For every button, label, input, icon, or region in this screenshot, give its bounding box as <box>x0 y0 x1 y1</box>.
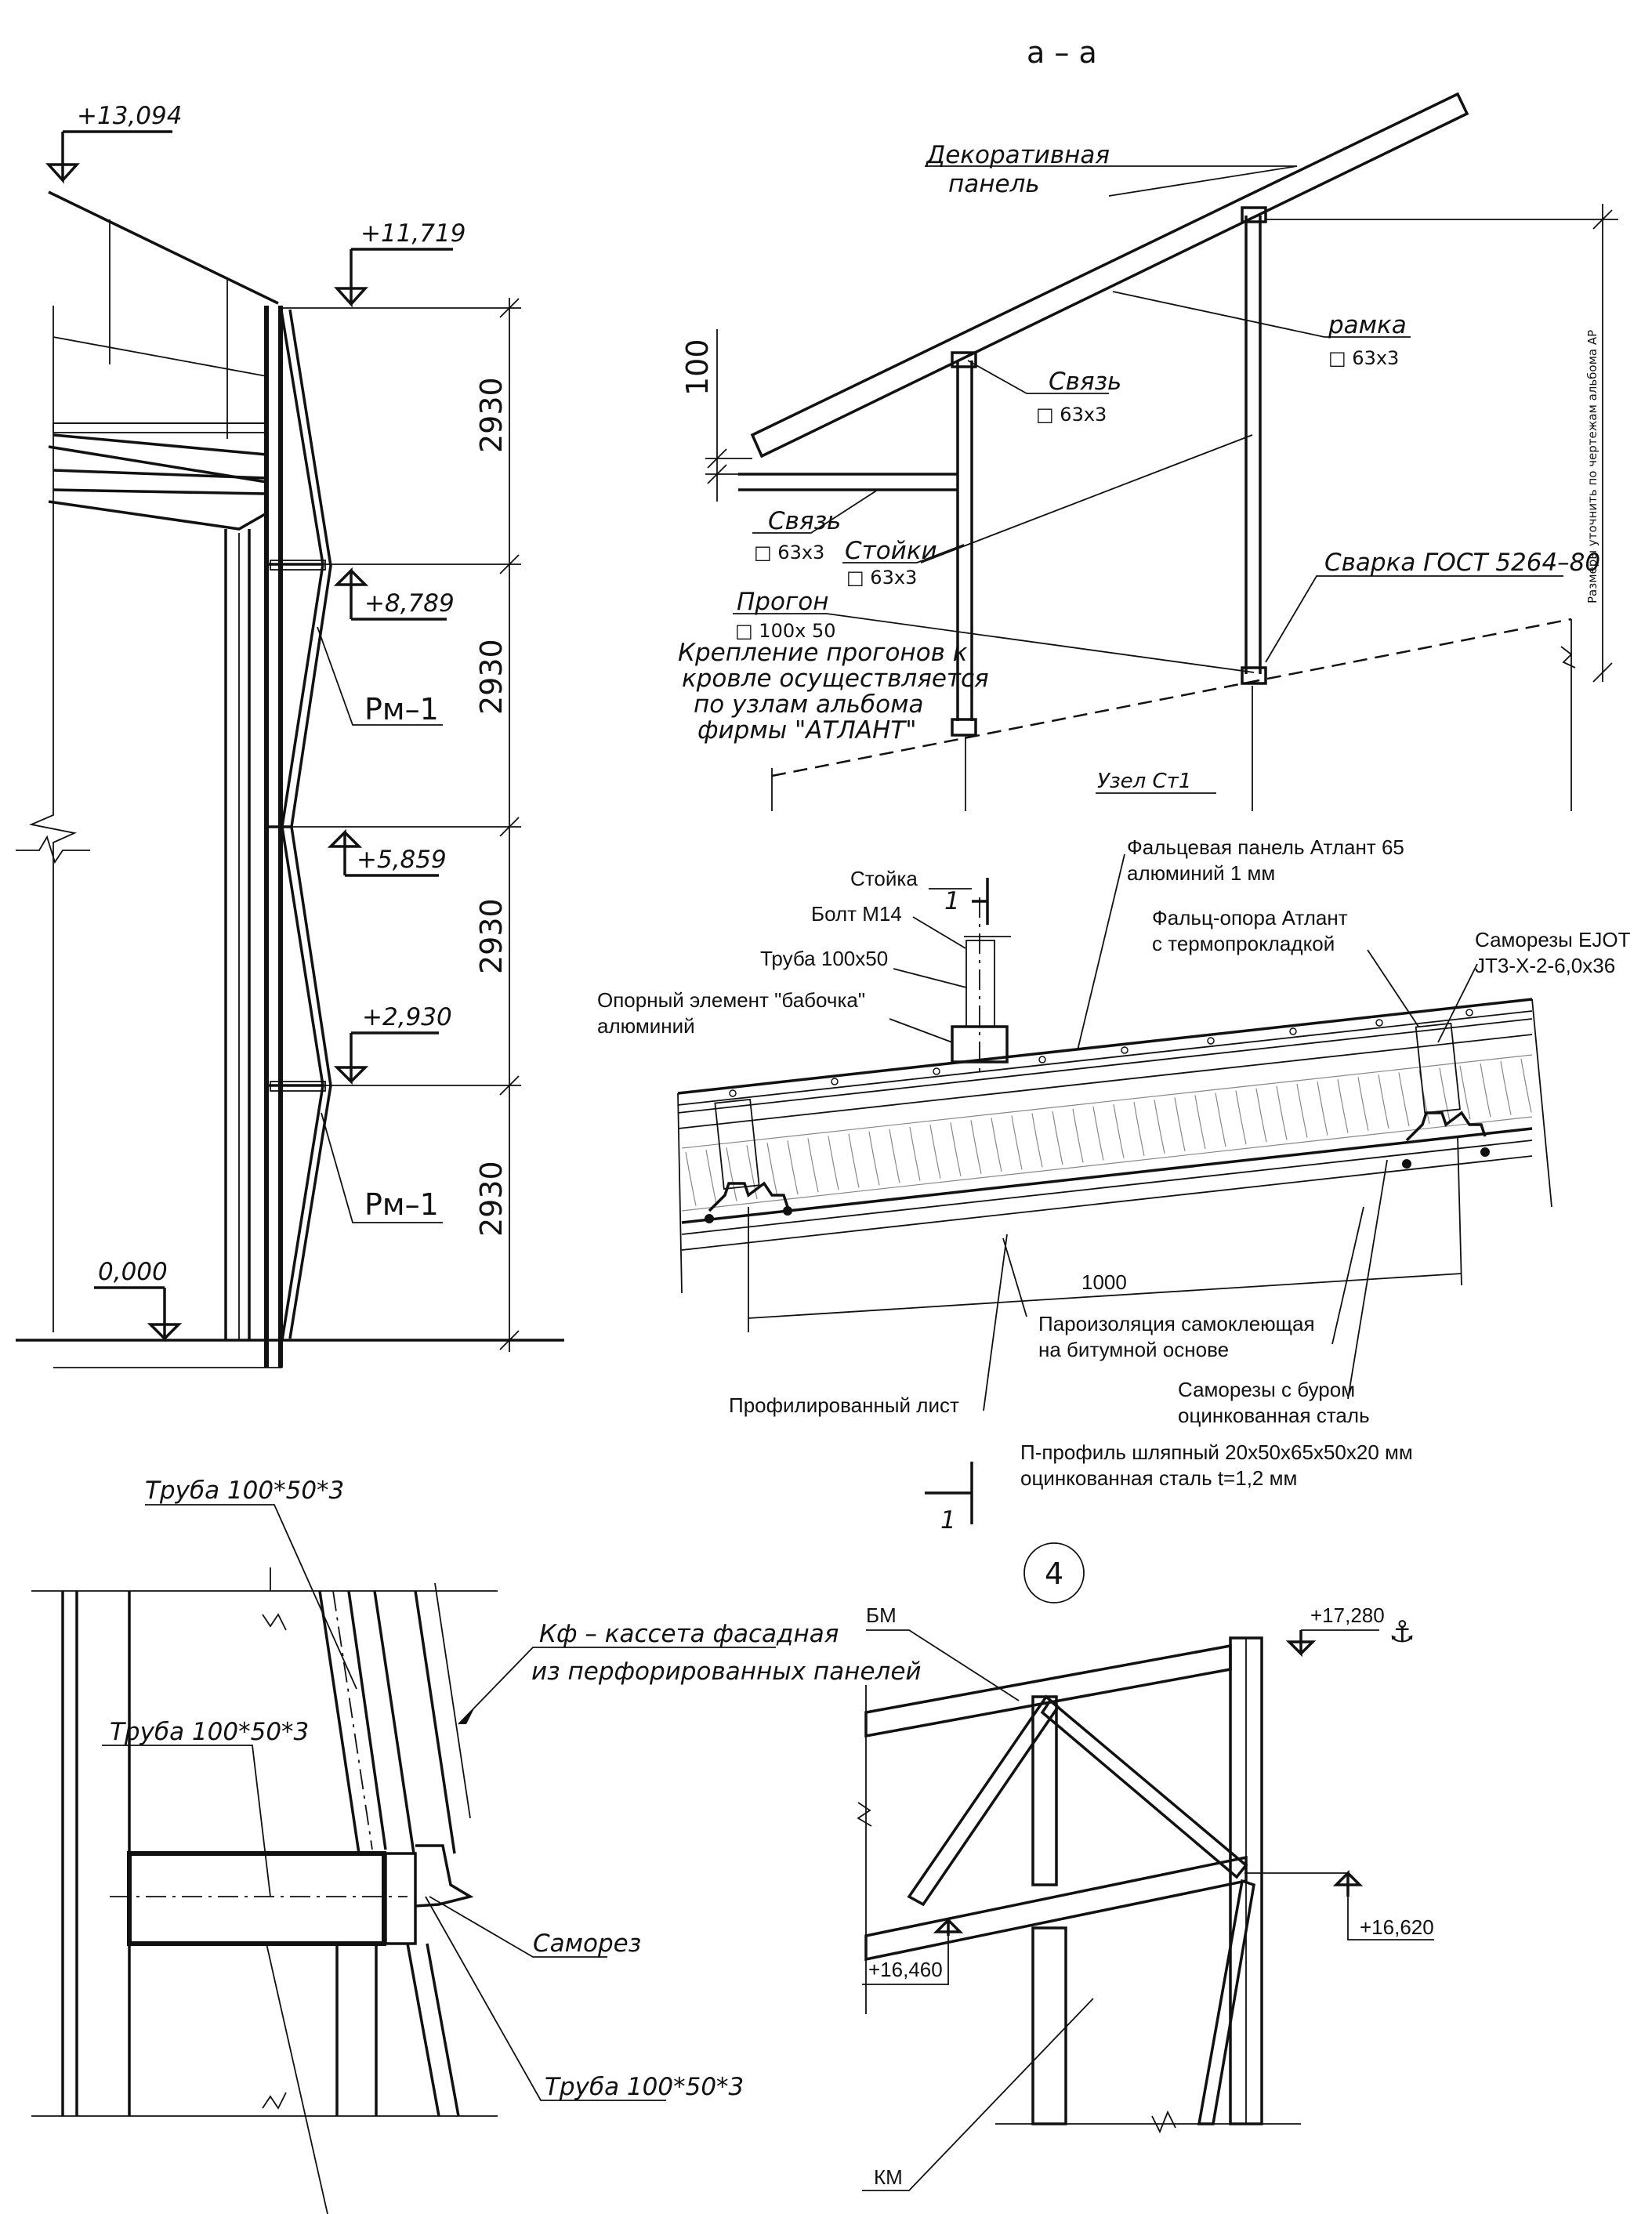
brace-top-label: Связь <box>1049 368 1121 396</box>
bolt-label: Болт М14 <box>811 902 902 926</box>
support-label-2: алюминий <box>597 1014 695 1038</box>
elevation-view: 2930 2930 2930 2930 +13,094 +11,719 +8,7… <box>16 102 564 1368</box>
tube-label: Труба 100х50 <box>760 947 888 970</box>
svg-text:0,000: 0,000 <box>98 1258 168 1286</box>
level-2930: +2,930 <box>333 1003 452 1085</box>
support-label-1: Опорный элемент "бабочка" <box>597 988 865 1012</box>
profiled-sheet-label: Профилированный лист <box>729 1393 959 1417</box>
posts-size: □ 63х3 <box>846 567 917 589</box>
brace-left-label: Связь <box>768 507 841 535</box>
purlin-size: □ 100х 50 <box>735 620 835 642</box>
fastening-note-2: кровле осуществляется <box>682 665 989 693</box>
anchor-icon: ⚓ <box>1389 1614 1415 1649</box>
hat-profile-label-1: П-профиль шляпный 20х50х65х50х20 мм <box>1020 1440 1413 1464</box>
fastening-note-3: по узлам альбома <box>694 690 924 719</box>
fastening-note-4: фирмы "АТЛАНТ" <box>697 716 916 745</box>
span-dimension: 1000 <box>1081 1270 1127 1294</box>
ejot-screws-label-1: Саморезы EJOT <box>1475 928 1631 951</box>
tube-mid-label: Труба 100*50*3 <box>110 1718 309 1746</box>
brace-top-size: □ 63х3 <box>1036 404 1107 426</box>
hat-profile-label-2: оцинкованная сталь t=1,2 мм <box>1020 1466 1297 1490</box>
drill-screws-label-1: Саморезы с буром <box>1178 1378 1355 1401</box>
posts-label: Стойки <box>845 537 937 565</box>
seam-panel-label-2: алюминий 1 мм <box>1127 861 1275 885</box>
level-16620: +16,620 <box>1360 1915 1434 1939</box>
svg-text:+5,859: +5,859 <box>357 846 447 874</box>
svg-text:+2,930: +2,930 <box>362 1003 452 1031</box>
tube-bottom-label: Труба 100*50*3 <box>545 2073 744 2101</box>
level-0000: 0,000 <box>94 1258 183 1343</box>
frame-size: □ 63х3 <box>1328 347 1399 369</box>
svg-text:+13,094: +13,094 <box>77 102 182 130</box>
dim-100: 100 <box>680 339 715 396</box>
cut-mark-top: 1 <box>944 887 960 915</box>
cassette-label-1: Кф – кассета фасадная <box>539 1620 839 1648</box>
svg-text:+11,719: +11,719 <box>360 219 466 248</box>
purlin-label: Прогон <box>737 588 828 616</box>
drill-screws-label-2: оцинкованная сталь <box>1178 1404 1370 1427</box>
vapor-barrier-label-1: Пароизоляция самоклеющая <box>1038 1312 1315 1335</box>
level-11719: +11,719 <box>334 219 466 308</box>
cut-mark-bottom: 1 <box>940 1506 956 1535</box>
vapor-barrier-label-2: на битумной основе <box>1038 1338 1229 1361</box>
frame-label-rm1-bottom: Рм–1 <box>364 1187 439 1222</box>
section-title: а – а <box>1027 35 1097 70</box>
node-number: 4 <box>1045 1556 1063 1591</box>
section-view: Размеры уточнить по чертежам альбома АР … <box>678 92 1618 811</box>
seam-support-label-2: с термопрокладкой <box>1152 932 1335 955</box>
svg-text:+8,789: +8,789 <box>364 589 455 618</box>
ejot-screws-label-2: JT3-X-2-6,0х36 <box>1475 954 1615 977</box>
welding-label: Сварка ГОСТ 5264–80 <box>1324 549 1600 577</box>
level-13094: +13,094 <box>45 102 182 184</box>
dim-2930-1: 2930 <box>474 377 509 453</box>
roof-detail: 1 1000 Стойка Болт М14 Труба 100х50 Опор… <box>597 835 1631 1535</box>
cassette-label-2: из перфорированных панелей <box>531 1658 922 1686</box>
bm-label: БМ <box>866 1603 897 1627</box>
seam-panel-label-1: Фальцевая панель Атлант 65 <box>1127 835 1404 859</box>
level-8789: +8,789 <box>333 567 455 621</box>
decorative-panel-label-1: Декоративная <box>925 141 1110 169</box>
facade-detail: Труба 100*50*3 Труба 100*50*3 Кф – кассе… <box>31 1477 922 2214</box>
seam-support-label-1: Фальц-опора Атлант <box>1152 906 1348 929</box>
dim-2930-4: 2930 <box>474 1161 509 1237</box>
side-note: Размеры уточнить по чертежам альбома АР <box>1585 330 1599 603</box>
km-label: КМ <box>874 2165 903 2189</box>
tube-top-label: Труба 100*50*3 <box>145 1477 344 1505</box>
brace-left-size: □ 63х3 <box>754 542 824 563</box>
frame-label-rm1-top: Рм–1 <box>364 692 439 727</box>
screw-label: Саморез <box>533 1930 641 1958</box>
node-label: Узел Ст1 <box>1097 770 1191 793</box>
post-label: Стойка <box>850 867 918 890</box>
decorative-panel-label-2: панель <box>948 170 1040 198</box>
frame-label: рамка <box>1328 311 1407 339</box>
dim-2930-2: 2930 <box>474 639 509 715</box>
level-5859: +5,859 <box>327 828 447 877</box>
node-4: 4 БМ КМ +17,280 ⚓ +16,620 +16,460 <box>857 1542 1434 2191</box>
level-16460: +16,460 <box>868 1958 943 1981</box>
fastening-note-1: Крепление прогонов к <box>678 639 968 667</box>
level-17280: +17,280 <box>1310 1603 1385 1627</box>
dim-2930-3: 2930 <box>474 898 509 974</box>
